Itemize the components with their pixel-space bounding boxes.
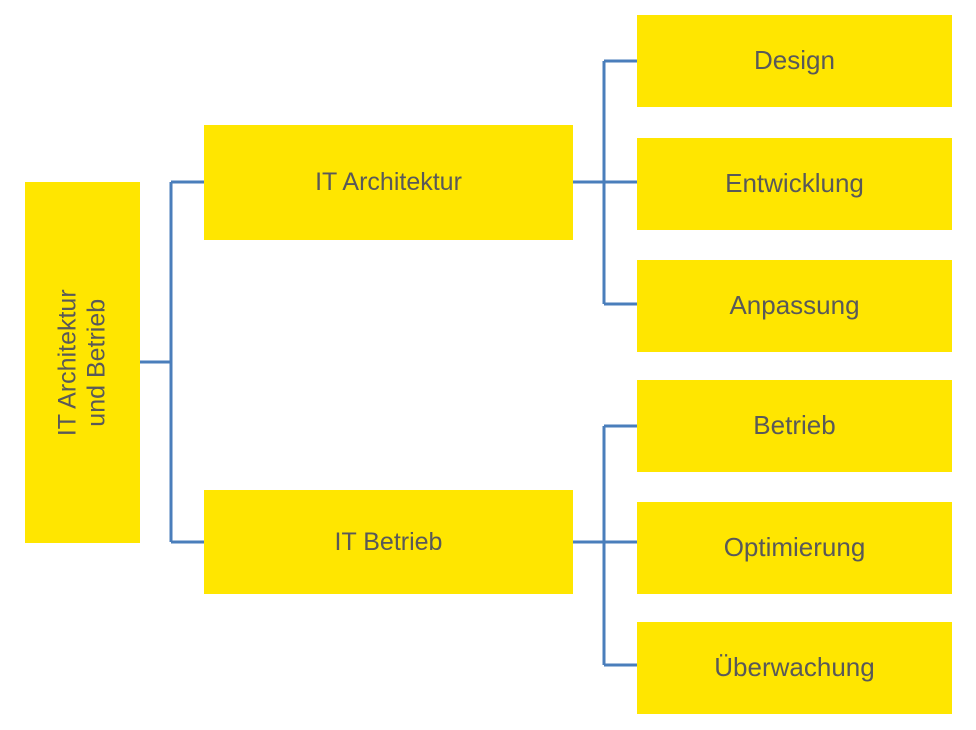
node-root-label-line2: und Betrieb [82, 298, 111, 427]
node-it-architektur-label: IT Architektur [315, 168, 462, 197]
node-entwicklung[interactable]: Entwicklung [637, 138, 952, 230]
node-root-label: IT Architektur und Betrieb [54, 289, 112, 436]
node-design-label: Design [754, 45, 835, 76]
node-betrieb[interactable]: Betrieb [637, 380, 952, 472]
node-it-betrieb[interactable]: IT Betrieb [204, 490, 573, 594]
node-entwicklung-label: Entwicklung [725, 168, 864, 199]
node-root-label-line1: IT Architektur [53, 289, 82, 436]
node-design[interactable]: Design [637, 15, 952, 107]
node-optimierung-label: Optimierung [723, 532, 866, 563]
node-optimierung[interactable]: Optimierung [637, 502, 952, 594]
node-ueberwachung-label: Überwachung [714, 652, 875, 683]
node-anpassung[interactable]: Anpassung [637, 260, 952, 352]
node-ueberwachung[interactable]: Überwachung [637, 622, 952, 714]
node-betrieb-label: Betrieb [753, 410, 836, 441]
node-anpassung-label: Anpassung [729, 290, 860, 321]
node-root[interactable]: IT Architektur und Betrieb [25, 182, 140, 543]
node-it-betrieb-label: IT Betrieb [334, 527, 443, 556]
node-it-architektur[interactable]: IT Architektur [204, 125, 573, 240]
